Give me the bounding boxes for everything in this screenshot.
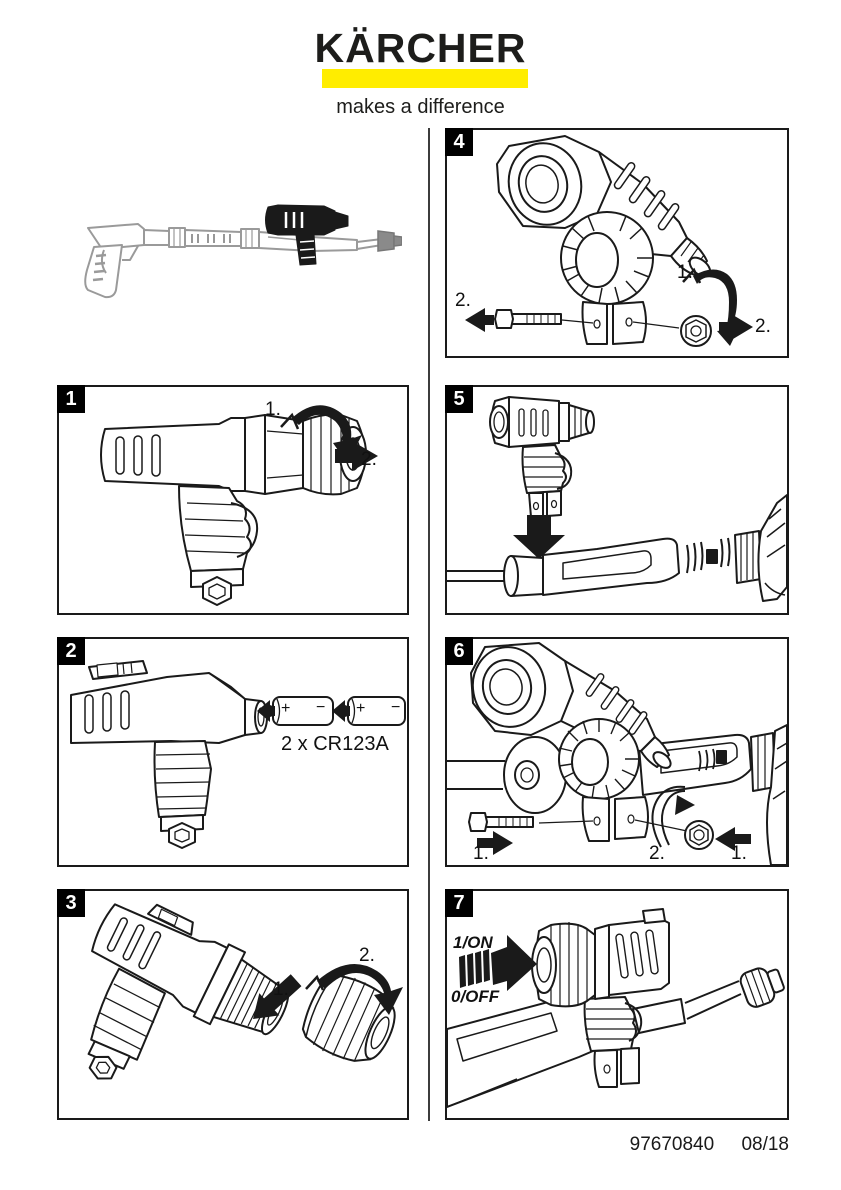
step-label: 2. xyxy=(649,843,665,864)
step-panel-5: 5 xyxy=(445,385,789,615)
step-6-illustration xyxy=(447,642,787,865)
insert-arrow-icon xyxy=(257,700,275,722)
switch-arrow-icon xyxy=(491,935,537,991)
step-4-illustration xyxy=(465,135,753,347)
rotate-arrow-icon xyxy=(651,785,695,848)
insert-arrow-icon xyxy=(332,700,350,722)
bolt-arrow-icon xyxy=(465,308,494,332)
step-panel-4: 4 xyxy=(445,128,789,358)
revision-date: 08/18 xyxy=(741,1134,789,1155)
step-number-badge: 7 xyxy=(445,889,473,917)
switch-bars-icon xyxy=(459,949,490,988)
battery-minus-mark: − xyxy=(391,699,401,716)
product-overview-illustration xyxy=(84,204,402,299)
column-divider xyxy=(428,128,430,1121)
step-panel-1: 1 xyxy=(57,385,409,615)
step-panel-2: 2 xyxy=(57,637,409,867)
spray-lance xyxy=(447,494,787,602)
step-number-badge: 2 xyxy=(57,637,85,665)
step-3-illustration xyxy=(87,903,403,1080)
nut xyxy=(684,820,714,850)
bolt xyxy=(494,309,562,329)
logo-yellow-bar xyxy=(322,69,528,88)
step-number-badge: 4 xyxy=(445,128,473,156)
step-panel-7: 7 xyxy=(445,889,789,1120)
battery-type-label: 2 x CR123A xyxy=(281,733,389,755)
step-number-badge: 5 xyxy=(445,385,473,413)
step-5-illustration xyxy=(447,396,787,602)
step-label: 1. xyxy=(731,843,747,864)
brand-tagline: makes a difference xyxy=(336,96,505,118)
nut-arrow-icon xyxy=(715,827,751,851)
step-label: 2. xyxy=(755,316,771,337)
part-number: 97670840 xyxy=(629,1134,715,1155)
lamp-attachment-overview xyxy=(265,204,349,266)
battery-minus-mark: − xyxy=(316,699,326,716)
bolt xyxy=(468,812,534,832)
step-label: 2. xyxy=(359,945,375,966)
step-panel-3: 3 xyxy=(57,889,409,1120)
nut-arrow-icon xyxy=(719,315,753,339)
footer: 97670840 08/18 xyxy=(630,1134,789,1156)
step-label: 1. xyxy=(265,399,281,420)
mount-down-arrow-icon xyxy=(513,515,565,559)
battery-plus-mark: + xyxy=(356,700,366,717)
end-cap xyxy=(301,973,396,1062)
step-number-badge: 3 xyxy=(57,889,85,917)
off-label: 0/OFF xyxy=(451,987,500,1006)
battery-plus-mark: + xyxy=(281,700,291,717)
step-1-illustration xyxy=(100,405,378,606)
rotate-arrow-icon xyxy=(280,405,362,463)
step-label: 1. xyxy=(273,979,289,1000)
karcher-logo-wordmark: KÄRCHER xyxy=(314,25,527,71)
step-2-illustration xyxy=(70,660,406,849)
step-number-badge: 6 xyxy=(445,637,473,665)
pull-arrow-icon xyxy=(335,441,378,471)
step-7-illustration xyxy=(447,908,785,1108)
step-panel-6: 6 xyxy=(445,637,789,867)
nut xyxy=(680,315,712,347)
step-label: 1. xyxy=(473,843,489,864)
bolt-arrow-icon xyxy=(477,831,513,855)
step-number-badge: 1 xyxy=(57,385,85,413)
step-label: 1. xyxy=(677,262,693,283)
push-arrow-icon xyxy=(253,974,302,1019)
rotate-arrow-icon xyxy=(305,963,403,1015)
step-label: 2. xyxy=(361,449,377,470)
step-label: 2. xyxy=(455,290,471,311)
on-label: 1/ON xyxy=(453,933,493,952)
